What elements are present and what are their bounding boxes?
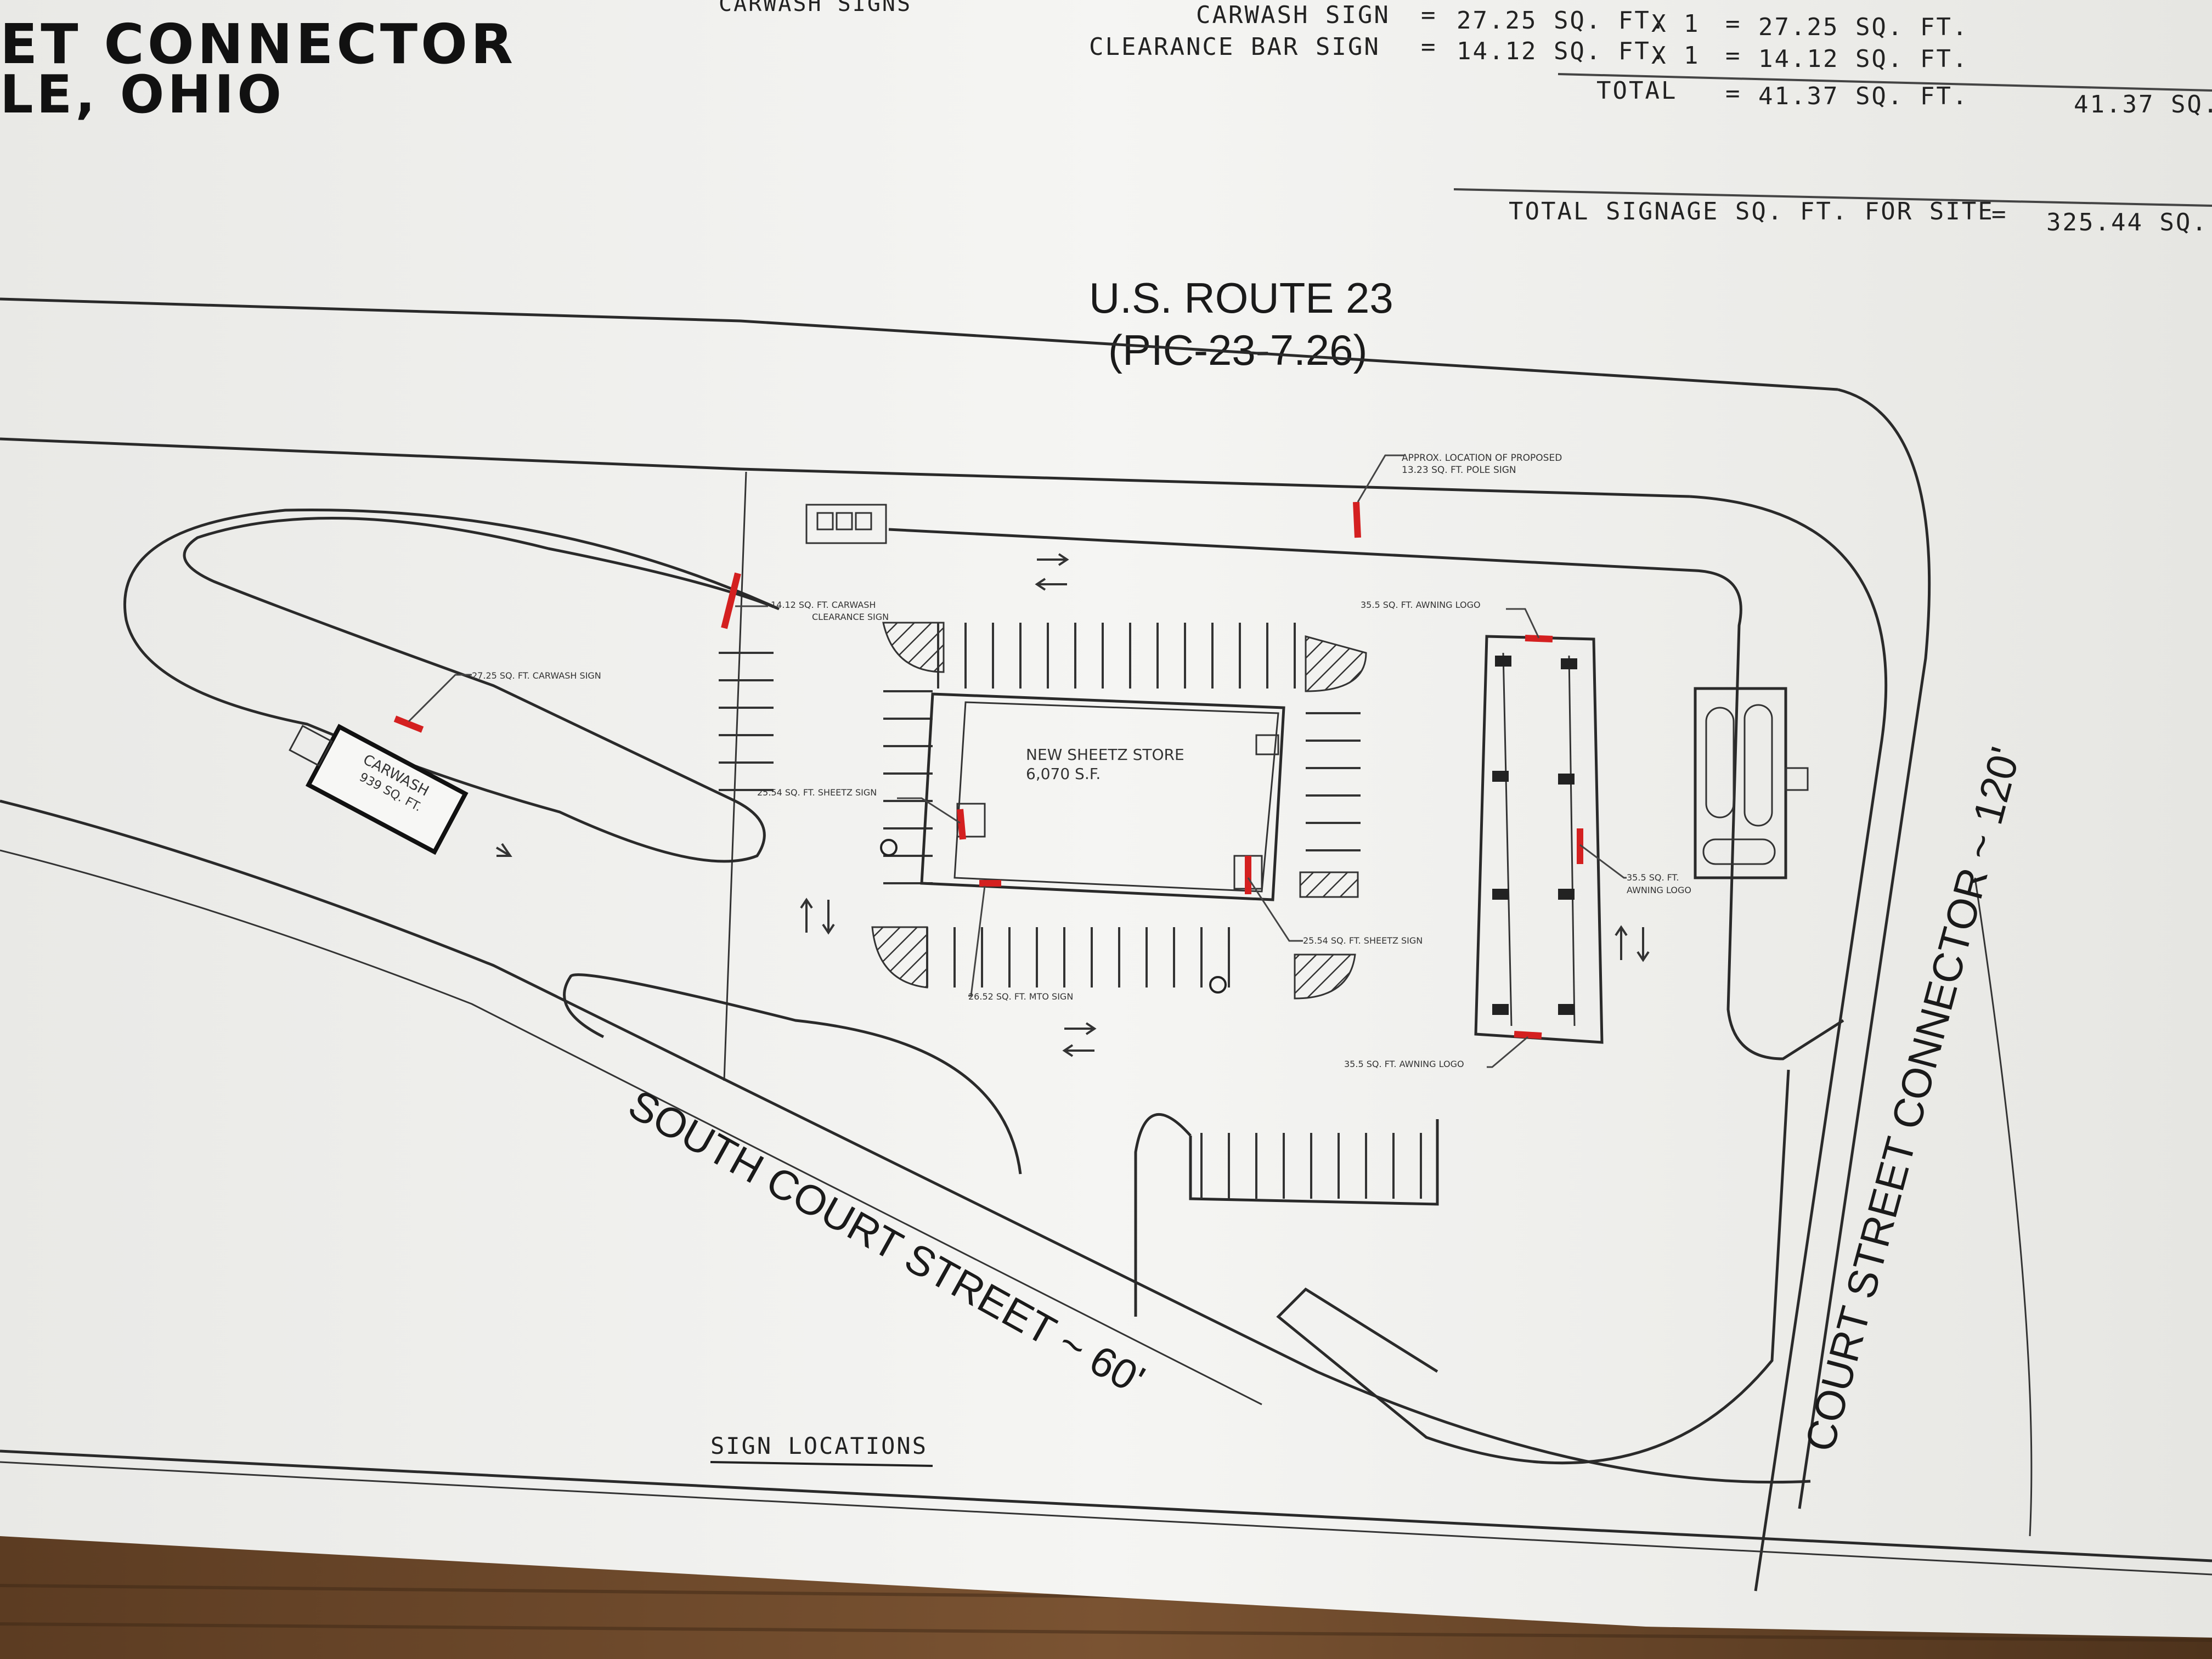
site-boundary [0,297,2212,1592]
callout-sheetz-sign-right: 25.54 SQ. FT. SHEETZ SIGN [1303,935,1423,946]
store-label-line-2: 6,070 S.F. [1026,765,1101,783]
accessible-parking-icon [880,839,1227,994]
dumpster-enclosure [805,504,887,544]
total-label: TOTAL [1596,77,1677,105]
callout-awning-bottom: 35.5 SQ. FT. AWNING LOGO [1344,1059,1464,1069]
route-23-pic-label: (PIC-23-7.26) [1108,326,1368,374]
callout-mto-sign: 26.52 SQ. FT. MTO SIGN [968,991,1073,1002]
callout-pole-sign-line-2: 13.23 SQ. FT. POLE SIGN [1402,465,1516,476]
row-1-eq: = [1421,1,1437,29]
parking-stalls [719,623,1422,1199]
south-court-street-edges [0,799,1811,1484]
total-right: 41.37 SQ. F [2074,91,2212,119]
row-1-eq2: = [1725,10,1742,38]
subtotal-rule [1558,73,2212,92]
row-2-label: CLEARANCE BAR SIGN [1089,33,1380,61]
hatched-islands [871,622,1367,1000]
sign-markers [393,501,1583,1039]
header-line-1: ET CONNECTOR [0,12,516,76]
row-2-area: 14.12 SQ. FT. [1457,37,1667,65]
callout-clearance-line-1: 14.12 SQ. FT. CARWASH [771,600,876,610]
callout-clearance-line-2: CLEARANCE SIGN [812,612,889,622]
sign-area-table: CARWASH SIGN = 27.25 SQ. FT. X 1 = 27.25… [1089,1,2212,236]
main-drive-loop [563,528,1844,1465]
row-1-area: 27.25 SQ. FT. [1457,7,1667,35]
route-23-label: U.S. ROUTE 23 [1089,274,1393,322]
store-label-line-1: NEW SHEETZ STORE [1026,746,1184,764]
callout-leaders [408,454,1627,1068]
row-2-times: X 1 [1651,42,1700,70]
row-1-times: X 1 [1651,10,1700,38]
caption-underline [710,1461,933,1467]
row-2-eq: = [1421,33,1437,61]
row-1-label: CARWASH SIGN [1196,1,1390,29]
carwash-queue-loop [123,509,780,863]
sign-locations-caption: SIGN LOCATIONS [710,1432,928,1459]
header-partial-heading: CARWASH SIGNS [719,0,912,16]
callout-awning-side-line-2: AWNING LOGO [1627,885,1691,895]
carwash-building [289,724,469,855]
site-total-label: TOTAL SIGNAGE SQ. FT. FOR SITE [1509,198,1994,225]
site-total-value: 325.44 SQ. F [2046,208,2212,236]
total-eq: = [1725,80,1742,108]
callout-pole-sign-line-1: APPROX. LOCATION OF PROPOSED [1402,453,1562,464]
fuel-canopy [1474,635,1604,1044]
row-1-total: 27.25 SQ. FT. [1758,13,1968,41]
callout-sheetz-sign-left: 25.54 SQ. FT. SHEETZ SIGN [757,787,877,798]
row-2-total: 14.12 SQ. FT. [1758,45,1968,73]
callout-awning-side-line-1: 35.5 SQ. FT. [1627,872,1679,883]
total-value: 41.37 SQ. FT. [1758,82,1968,110]
callout-awning-top: 35.5 SQ. FT. AWNING LOGO [1361,600,1481,610]
traffic-arrows [495,553,1650,1057]
header-line-2: LE, OHIO [0,65,285,125]
site-total-eq: = [1991,200,2008,228]
callout-carwash-sign: 27.25 SQ. FT. CARWASH SIGN [472,670,601,681]
row-2-eq2: = [1725,42,1742,70]
tank-pad [1694,687,1809,879]
site-total-rule [1453,188,2212,207]
